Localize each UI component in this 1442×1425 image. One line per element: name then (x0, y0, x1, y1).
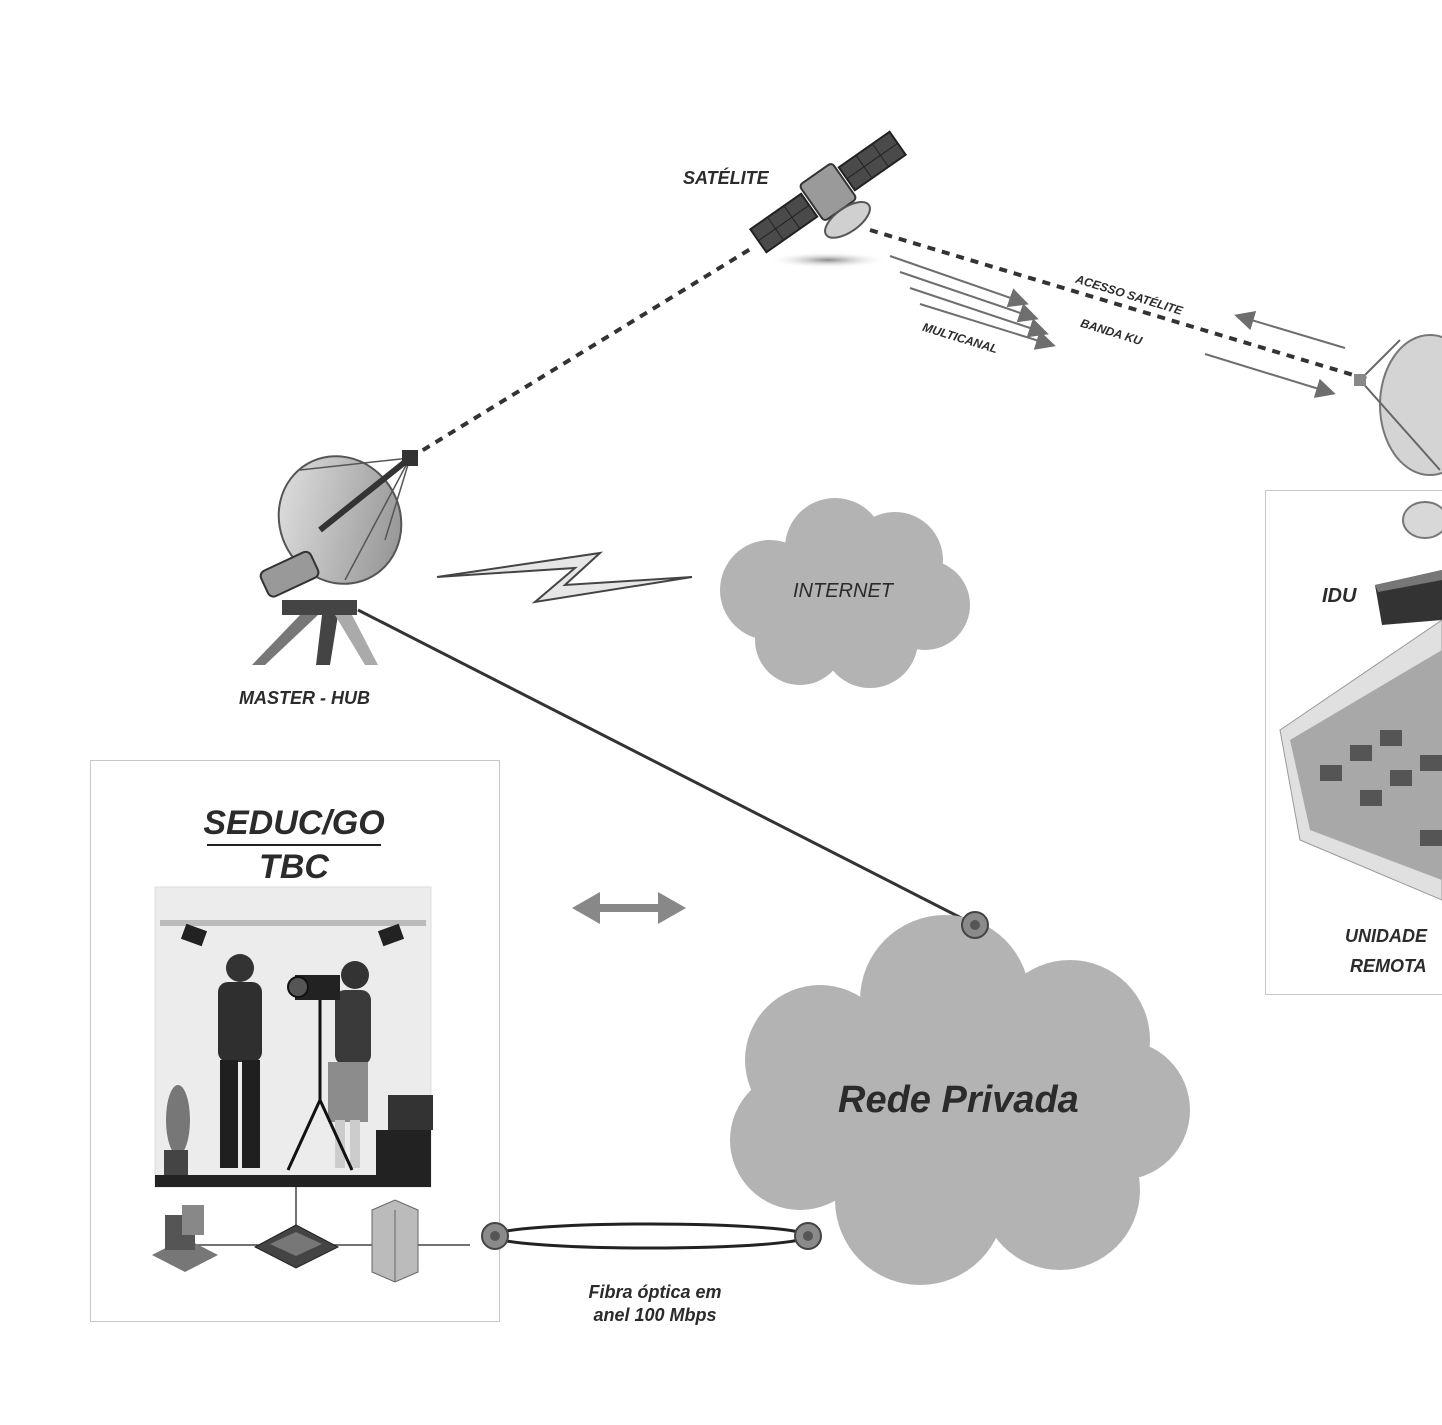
router-node-icon (481, 911, 989, 1250)
wireless-link-icon (436, 551, 693, 604)
downlink-arrow (1204, 353, 1336, 398)
fiber-ring (490, 1222, 810, 1250)
master-hub-dish-icon (252, 450, 418, 665)
satellite-hub-link (408, 246, 754, 460)
unidade-label-line2: REMOTA (1350, 956, 1427, 976)
internet-cloud (720, 498, 970, 688)
idu-label: IDU (1322, 585, 1357, 607)
remote-dish-icon (1354, 334, 1442, 539)
building-icon (371, 1199, 419, 1283)
tbc-title: TBC (259, 848, 329, 886)
server-equipment-icon (152, 1205, 218, 1272)
satellite-label: SATÉLITE (683, 168, 769, 188)
master-hub-label: MASTER - HUB (239, 688, 370, 708)
multicanal-arrows (889, 255, 1056, 350)
classroom-illustration-icon (1279, 619, 1442, 901)
fibra-label-line1: Fibra óptica em (588, 1282, 722, 1302)
idu-device-icon (1375, 570, 1442, 625)
fibra-label-line2: anel 100 Mbps (593, 1305, 717, 1325)
internet-label: INTERNET (793, 580, 893, 602)
satellite-icon (748, 130, 908, 268)
seduc-title: SEDUC/GO (203, 804, 385, 842)
satellite-remote-link (869, 228, 1371, 382)
bidirectional-arrow (572, 892, 686, 924)
unidade-label-line1: UNIDADE (1345, 926, 1428, 946)
rede-privada-cloud (730, 915, 1190, 1285)
studio-illustration-icon (154, 886, 433, 1188)
switcher-console-icon (253, 1224, 340, 1269)
uplink-arrow (1234, 311, 1346, 349)
hub-private-link (357, 608, 976, 927)
rede-privada-label: Rede Privada (838, 1079, 1079, 1121)
